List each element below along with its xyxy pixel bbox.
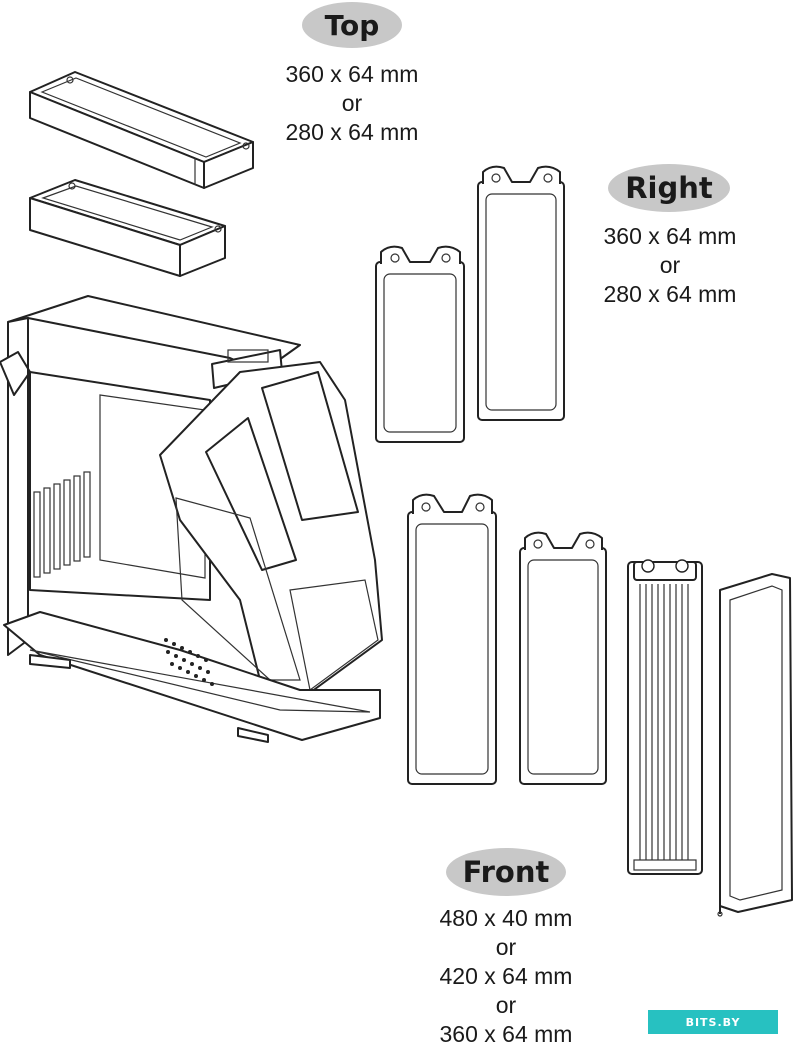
front-title-pill: Front bbox=[446, 848, 566, 896]
front-dimensions: 480 x 40 mm or 420 x 64 mm or 360 x 64 m… bbox=[416, 904, 596, 1049]
right-dimension-1: 360 x 64 mm bbox=[603, 223, 737, 249]
front-radiator-480-slim bbox=[627, 559, 703, 875]
front-radiator-360 bbox=[519, 531, 607, 785]
watermark-badge: BITS.BY bbox=[648, 1010, 778, 1034]
front-or-1: or bbox=[495, 934, 517, 960]
top-dimension-1: 360 x 64 mm bbox=[285, 61, 419, 87]
pc-chassis bbox=[0, 295, 383, 743]
front-title: Front bbox=[462, 855, 550, 889]
right-dimensions: 360 x 64 mm or 280 x 64 mm bbox=[580, 222, 760, 309]
right-dimension-2: 280 x 64 mm bbox=[603, 281, 737, 307]
top-title-pill: Top bbox=[302, 2, 402, 48]
right-or-1: or bbox=[659, 252, 681, 278]
top-title: Top bbox=[324, 8, 380, 42]
front-or-2: or bbox=[495, 992, 517, 1018]
top-radiator-280 bbox=[29, 179, 226, 277]
front-dimension-3: 360 x 64 mm bbox=[439, 1021, 573, 1047]
front-dimension-1: 480 x 40 mm bbox=[439, 905, 573, 931]
front-mounting-bracket bbox=[717, 573, 793, 917]
right-title: Right bbox=[625, 171, 713, 205]
top-dimension-2: 280 x 64 mm bbox=[285, 119, 419, 145]
right-title-pill: Right bbox=[608, 164, 730, 212]
front-radiator-420 bbox=[407, 493, 497, 785]
right-radiator-280 bbox=[375, 245, 465, 443]
top-radiator-360 bbox=[29, 71, 254, 189]
watermark-text: BITS.BY bbox=[685, 1015, 741, 1029]
top-or-1: or bbox=[341, 90, 363, 116]
right-radiator-360 bbox=[477, 165, 565, 421]
top-dimensions: 360 x 64 mm or 280 x 64 mm bbox=[262, 60, 442, 147]
front-dimension-2: 420 x 64 mm bbox=[439, 963, 573, 989]
